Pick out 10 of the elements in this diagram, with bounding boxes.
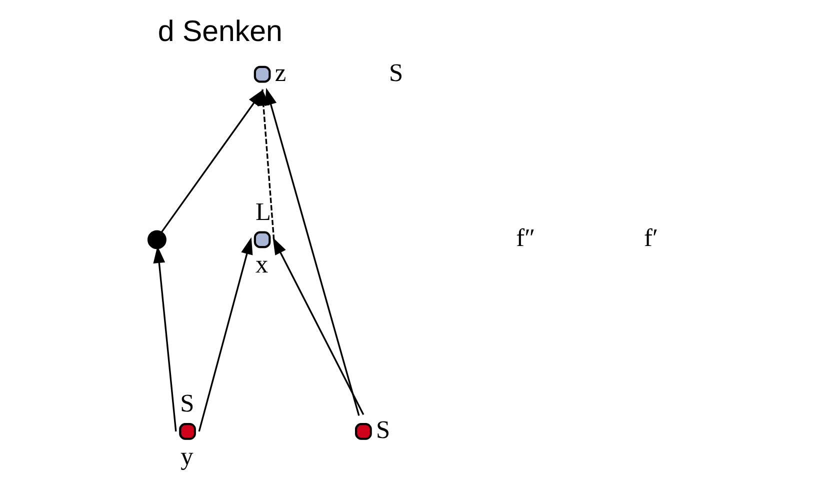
node-label: y bbox=[180, 442, 193, 470]
node-label: L bbox=[254, 197, 270, 226]
label: f′ bbox=[644, 224, 658, 252]
label: S bbox=[388, 58, 403, 86]
node-label: S bbox=[180, 389, 194, 418]
node-label: S bbox=[376, 415, 390, 444]
label: f″ bbox=[516, 224, 535, 252]
node-label: z bbox=[274, 58, 286, 86]
diagram-title: d Senken bbox=[157, 14, 282, 48]
node-label: x bbox=[254, 250, 268, 278]
